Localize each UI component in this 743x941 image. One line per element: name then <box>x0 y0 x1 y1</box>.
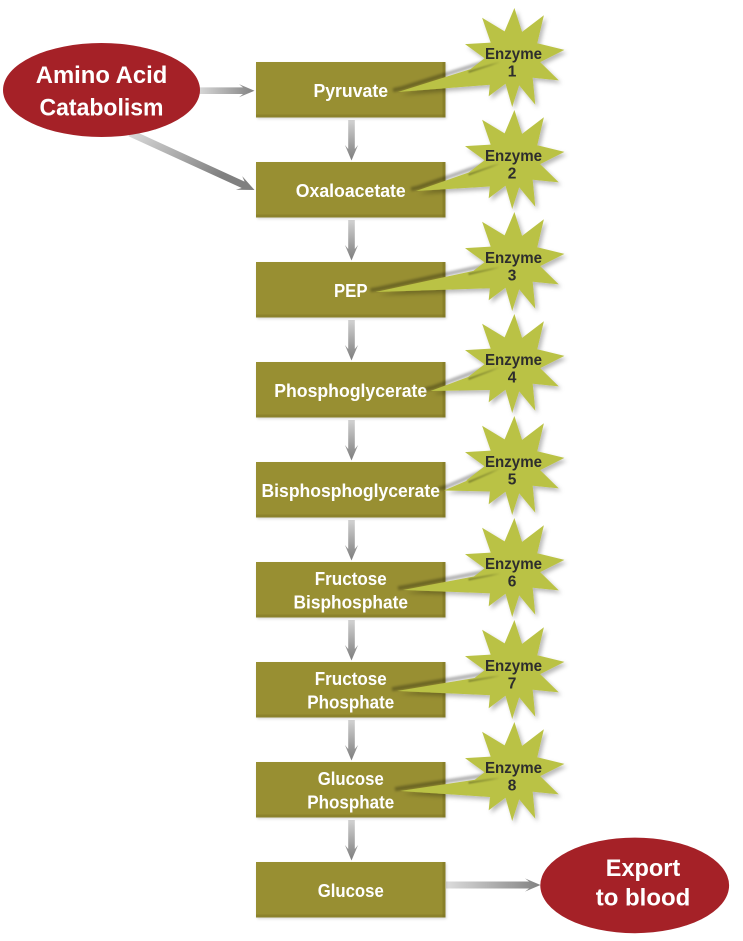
svg-text:Oxaloacetate: Oxaloacetate <box>296 181 406 201</box>
svg-text:Bisphosphate: Bisphosphate <box>294 593 409 613</box>
svg-text:Catabolism: Catabolism <box>40 95 164 122</box>
svg-text:Glucose: Glucose <box>318 769 384 789</box>
svg-text:Enzyme: Enzyme <box>485 352 542 369</box>
svg-text:8: 8 <box>508 778 517 795</box>
svg-text:Enzyme: Enzyme <box>485 148 542 165</box>
svg-text:Phosphate: Phosphate <box>307 693 394 713</box>
svg-text:2: 2 <box>508 166 517 183</box>
svg-text:6: 6 <box>508 574 517 591</box>
svg-text:Amino Acid: Amino Acid <box>36 62 168 89</box>
svg-text:7: 7 <box>508 676 517 693</box>
svg-text:Fructose: Fructose <box>315 669 387 689</box>
svg-text:3: 3 <box>508 268 517 285</box>
svg-text:Enzyme: Enzyme <box>485 250 542 267</box>
svg-text:1: 1 <box>508 64 517 81</box>
svg-text:Enzyme: Enzyme <box>485 658 542 675</box>
svg-text:Pyruvate: Pyruvate <box>313 81 388 101</box>
svg-text:Export: Export <box>606 855 681 882</box>
svg-text:Glucose: Glucose <box>318 881 384 901</box>
svg-text:Phosphoglycerate: Phosphoglycerate <box>274 381 427 401</box>
svg-text:5: 5 <box>508 472 517 489</box>
svg-text:4: 4 <box>508 370 517 387</box>
svg-text:Enzyme: Enzyme <box>485 556 542 573</box>
svg-text:Enzyme: Enzyme <box>485 760 542 777</box>
svg-text:Phosphate: Phosphate <box>307 793 394 813</box>
svg-text:Enzyme: Enzyme <box>485 46 542 63</box>
svg-text:to blood: to blood <box>596 885 691 912</box>
svg-text:Bisphosphoglycerate: Bisphosphoglycerate <box>262 481 441 501</box>
svg-text:Fructose: Fructose <box>315 569 387 589</box>
svg-text:Enzyme: Enzyme <box>485 454 542 471</box>
svg-text:PEP: PEP <box>334 281 368 301</box>
